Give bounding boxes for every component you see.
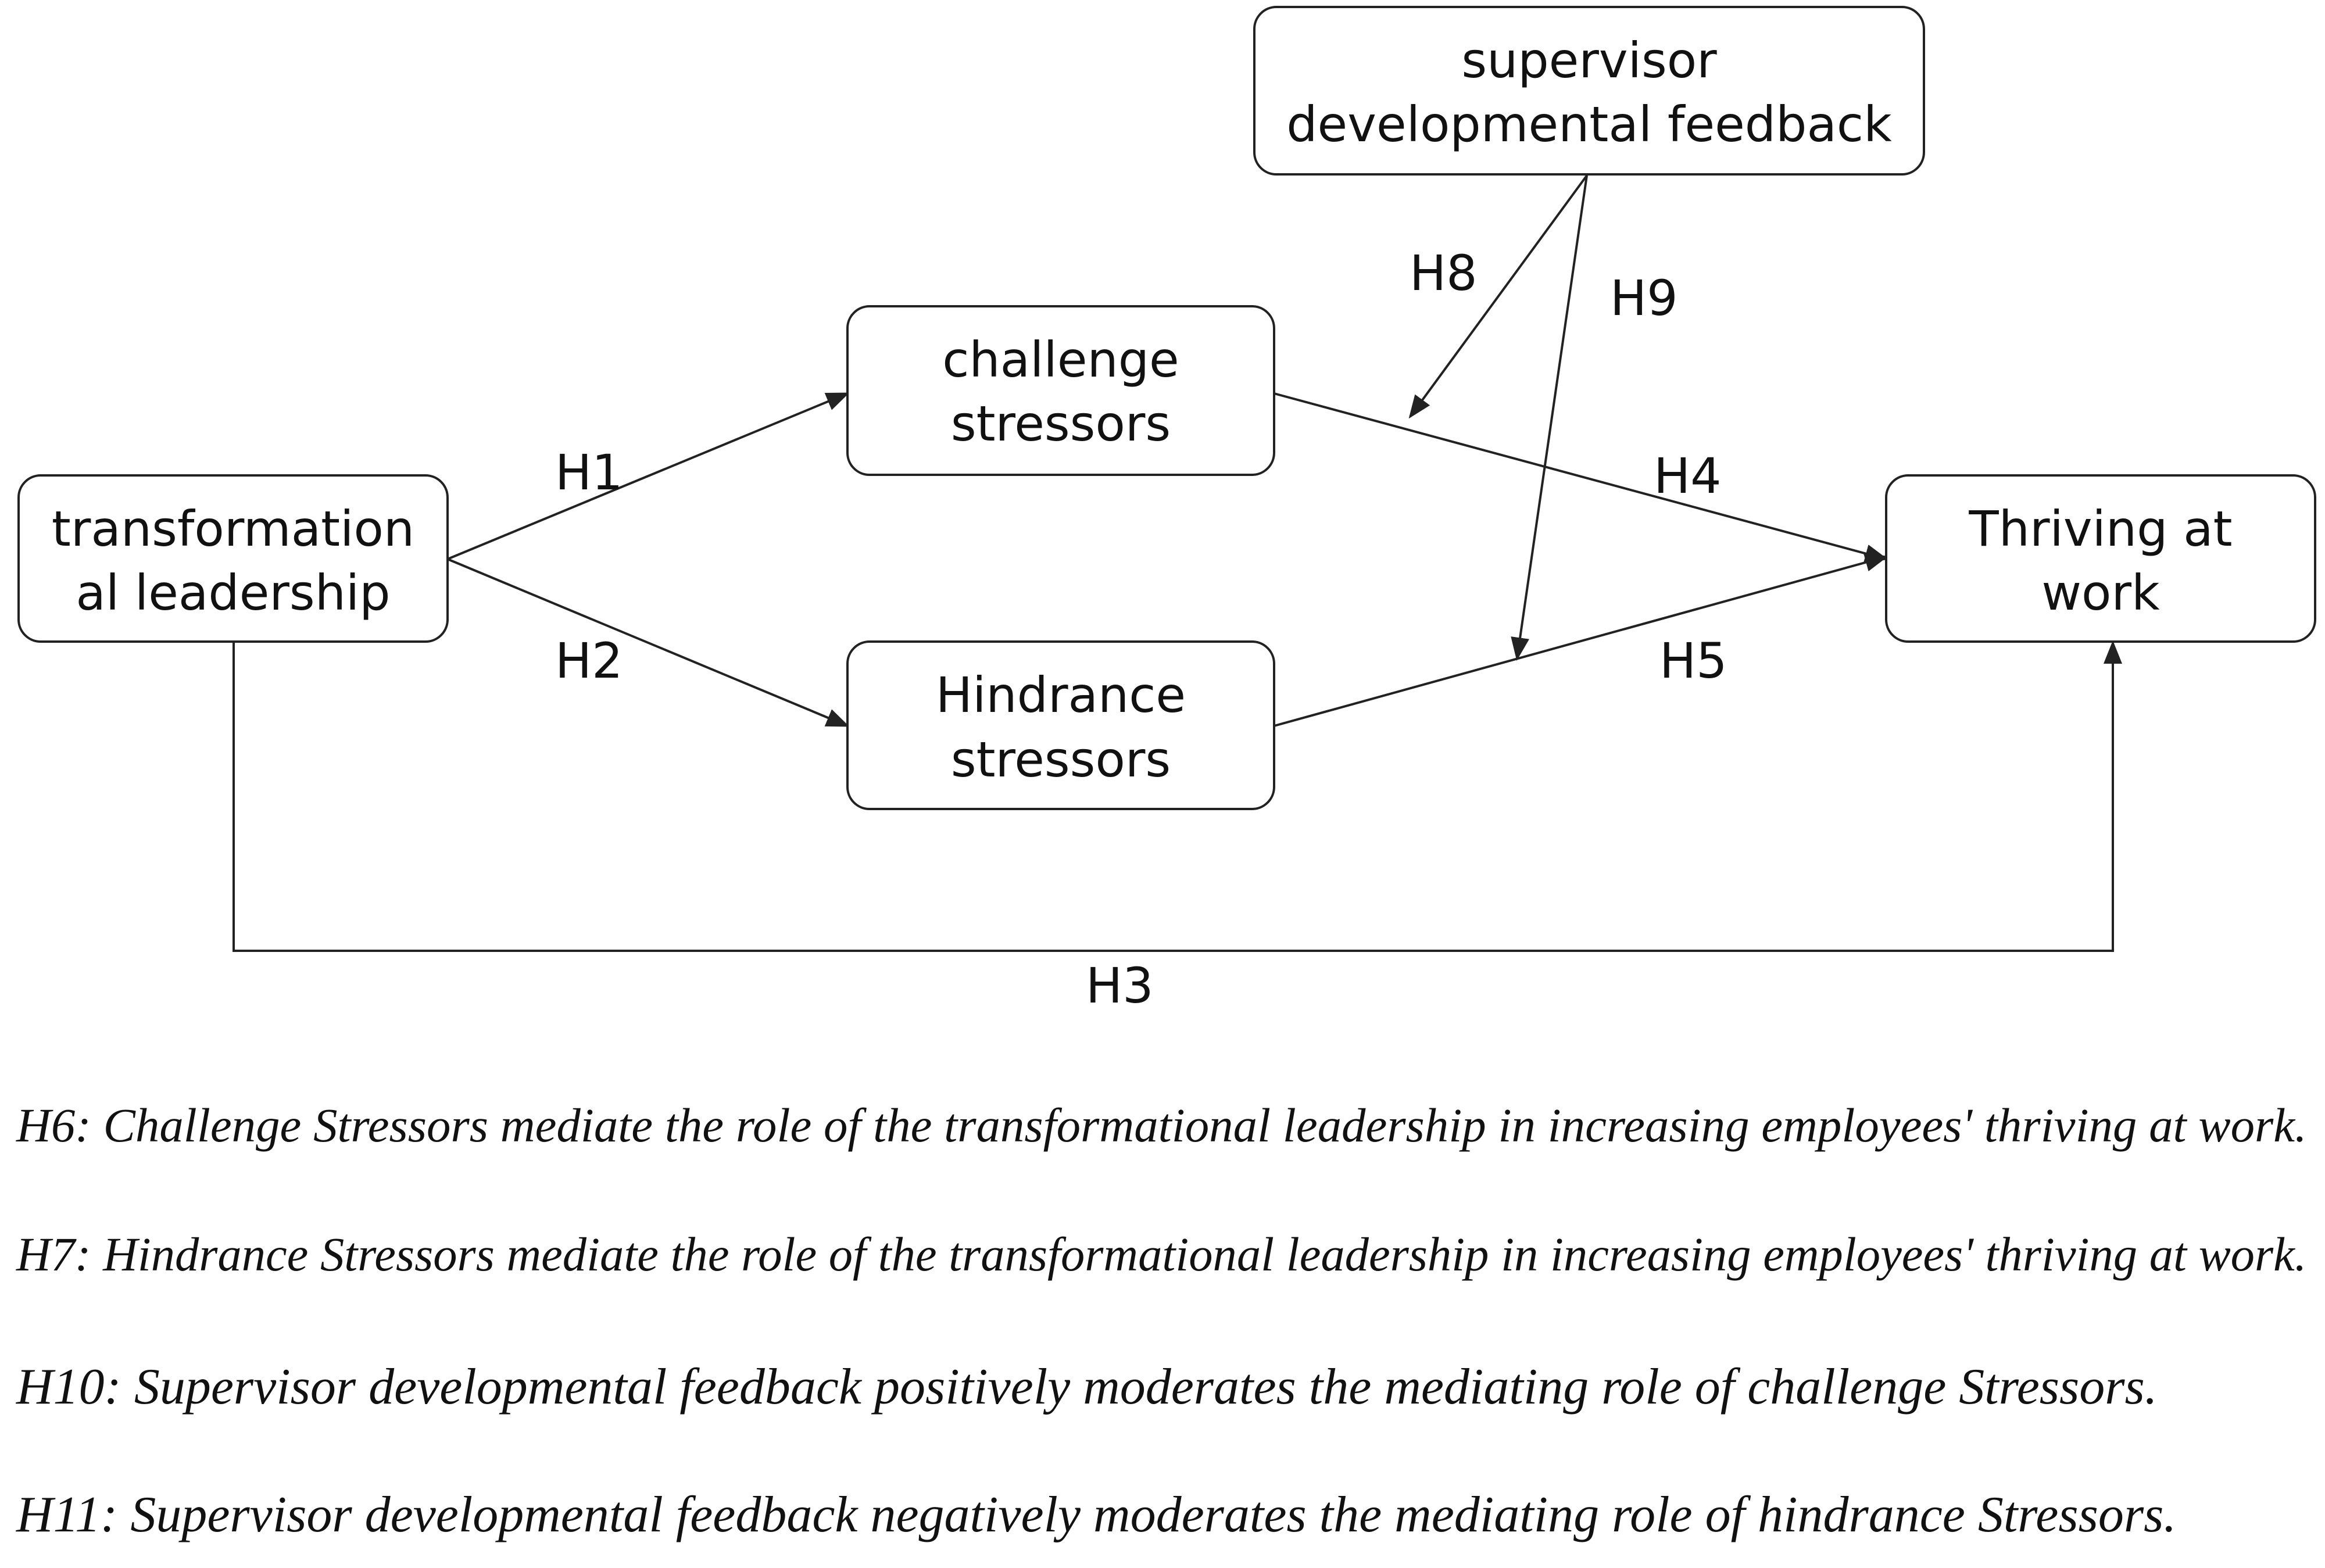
node-label-line: developmental feedback xyxy=(1286,96,1892,153)
edge-label-h1: H1 xyxy=(555,444,623,501)
edge-h8 xyxy=(1408,174,1588,419)
edge-h1 xyxy=(447,392,850,560)
edge-label-h4: H4 xyxy=(1654,448,1722,504)
node-supervisor-developmental-feedback: supervisor developmental feedback xyxy=(1253,6,1925,176)
node-hindrance-stressors: Hindrance stressors xyxy=(846,640,1275,810)
node-challenge-stressors: challenge stressors xyxy=(846,305,1275,476)
node-label-line: stressors xyxy=(951,731,1171,788)
edge-h4 xyxy=(1274,392,1888,563)
node-label-line: supervisor xyxy=(1461,32,1717,89)
hypothesis-h11: H11: Supervisor developmental feedback n… xyxy=(16,1487,2177,1543)
node-label-line: Hindrance xyxy=(936,667,1186,724)
hypothesis-h6: H6: Challenge Stressors mediate the role… xyxy=(16,1098,2307,1152)
node-label-line: stressors xyxy=(951,395,1171,452)
node-label-line: work xyxy=(2041,564,2160,621)
edge-label-h2: H2 xyxy=(555,632,623,689)
hypothesis-h7: H7: Hindrance Stressors mediate the role… xyxy=(16,1227,2307,1281)
edge-h9 xyxy=(1511,175,1588,661)
node-label-line: al leadership xyxy=(76,564,390,621)
edge-label-h5: H5 xyxy=(1659,632,1727,689)
edge-h2 xyxy=(447,558,850,727)
node-thriving-at-work: Thriving at work xyxy=(1885,474,2316,643)
edge-label-h9: H9 xyxy=(1610,270,1678,327)
node-label-line: challenge xyxy=(942,331,1179,388)
node-label-line: Thriving at xyxy=(1968,500,2232,557)
hypothesis-h10: H10: Supervisor developmental feedback p… xyxy=(16,1359,2158,1415)
node-label-line: transformation xyxy=(52,500,414,557)
edge-label-h3: H3 xyxy=(1086,957,1154,1014)
edge-label-h8: H8 xyxy=(1410,245,1478,302)
edge-h3 xyxy=(233,640,2122,952)
node-transformational-leadership: transformation al leadership xyxy=(17,474,449,643)
edge-h5 xyxy=(1274,553,1888,727)
